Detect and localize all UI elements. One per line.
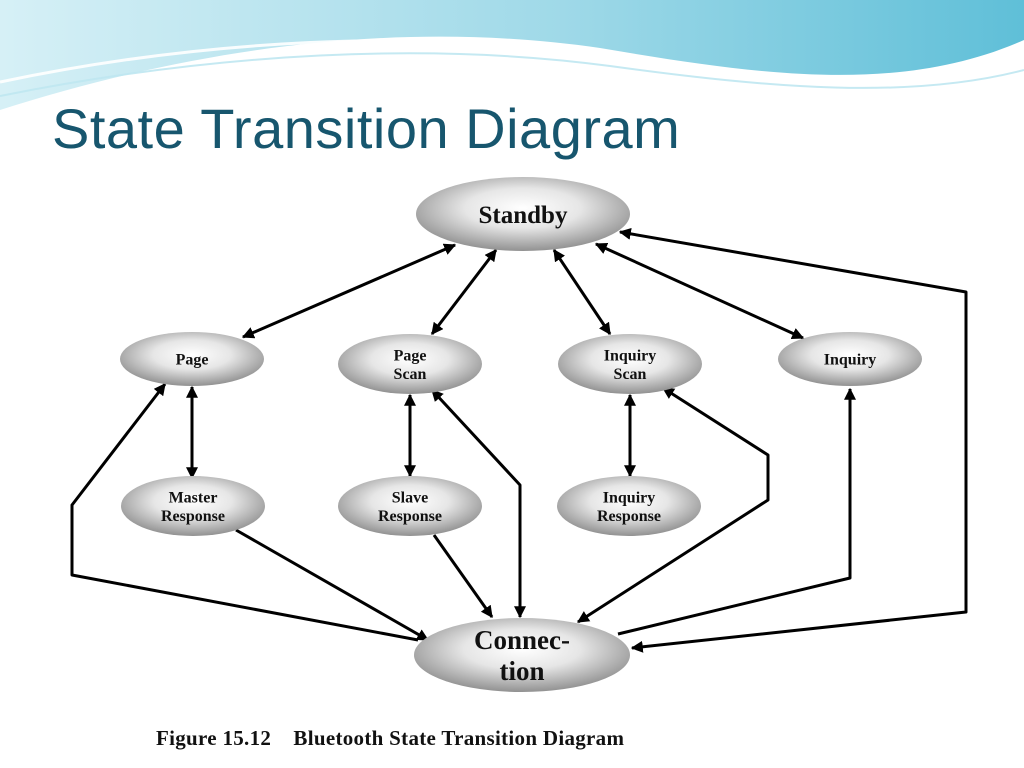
- node-inquiry: Inquiry: [778, 332, 922, 386]
- node-page: Page: [120, 332, 264, 386]
- node-inquiry-scan-shape: [558, 334, 702, 394]
- node-inquiry-label: Inquiry: [824, 352, 876, 369]
- node-slave-response-label: Slave: [392, 489, 428, 506]
- edge-connection-to-page: [70, 383, 419, 642]
- edge-page-scan-to-connection: [430, 388, 526, 619]
- node-standby: Standby: [416, 177, 630, 251]
- node-inquiry-response-shape: [557, 476, 701, 536]
- edge-connection-to-standby: [618, 227, 968, 653]
- node-slave-response-label: Response: [378, 508, 442, 525]
- node-master-response-shape: [121, 476, 265, 536]
- figure-caption-text: Bluetooth State Transition Diagram: [293, 726, 625, 750]
- node-standby-shape: [416, 177, 630, 251]
- edge-connection-to-inquiry-scan: [576, 386, 770, 624]
- edge-standby-to-page: [241, 243, 457, 339]
- header-banner: [0, 0, 1024, 110]
- node-slave-response-shape: [338, 476, 482, 536]
- node-inquiry-scan-label: Inquiry: [604, 347, 656, 364]
- node-connection-label: Connec-: [474, 625, 570, 655]
- node-page-shape: [120, 332, 264, 386]
- node-page-scan-label: Scan: [394, 366, 427, 383]
- node-connection: Connec-tion: [414, 618, 630, 692]
- edge-master-response-to-connection: [235, 528, 430, 642]
- edge-slave-response-to-connection: [432, 534, 494, 618]
- figure-caption: Figure 15.12 Bluetooth State Transition …: [156, 726, 624, 751]
- node-page-label: Page: [176, 352, 209, 369]
- node-inquiry-scan-label: Scan: [614, 366, 647, 383]
- edge-standby-to-page-scan: [430, 249, 498, 335]
- node-standby-label: Standby: [479, 202, 568, 229]
- node-master-response-label: Response: [161, 508, 225, 525]
- node-inquiry-shape: [778, 332, 922, 386]
- node-inquiry-response-label: Inquiry: [603, 489, 655, 506]
- node-connection-label: tion: [499, 656, 544, 686]
- edge-connection-to-inquiry: [617, 387, 856, 636]
- node-connection-shape: [414, 618, 630, 692]
- figure-number: Figure 15.12: [156, 726, 272, 750]
- node-inquiry-response-label: Response: [597, 508, 661, 525]
- edge-standby-to-inquiry-scan: [552, 249, 612, 335]
- node-page-scan-shape: [338, 334, 482, 394]
- node-page-scan-label: Page: [394, 347, 427, 364]
- node-master-response-label: Master: [169, 489, 218, 506]
- slide-title: State Transition Diagram: [52, 97, 681, 160]
